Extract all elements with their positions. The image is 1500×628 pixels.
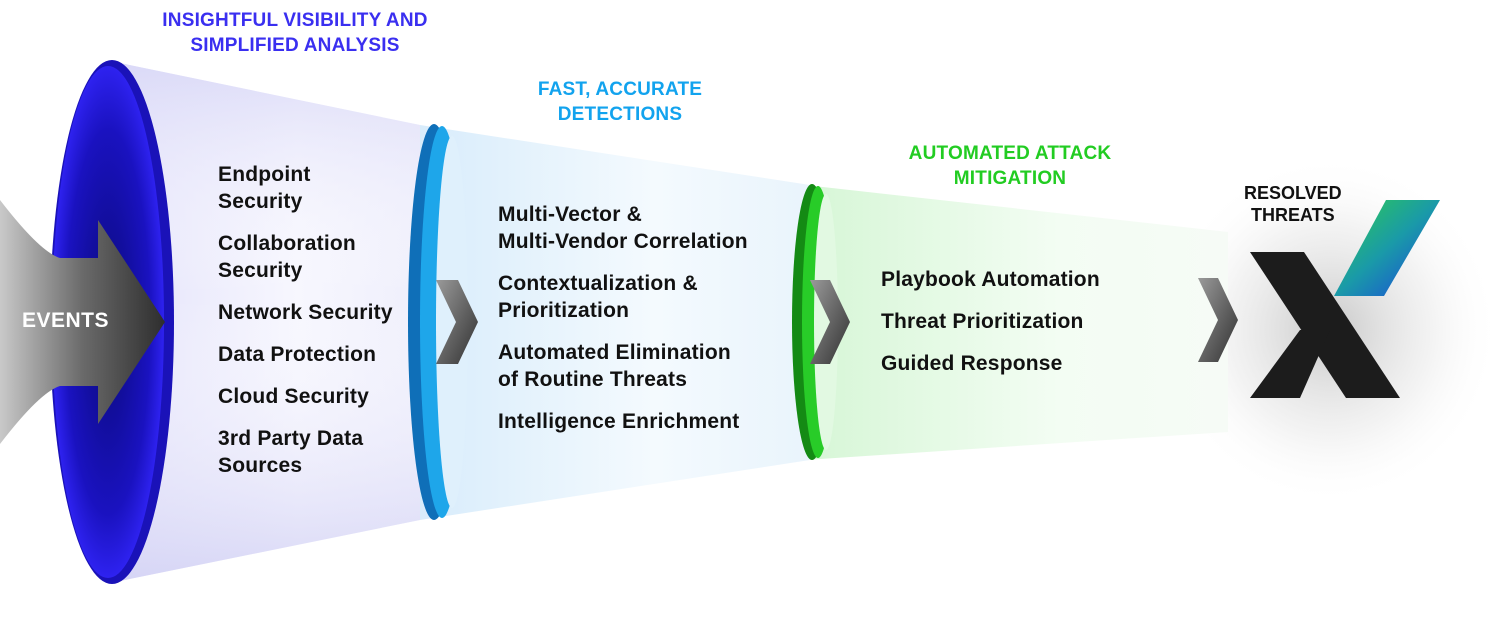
stage2-header: FAST, ACCURATE DETECTIONS <box>510 77 730 127</box>
stage-item-text: Sources <box>218 454 303 477</box>
x-logo-icon <box>1250 200 1440 398</box>
stage-item-text: Multi-Vendor Correlation <box>498 230 748 253</box>
stage-item-text: Guided Response <box>881 352 1063 375</box>
stage-item-text: Automated Elimination <box>498 341 731 364</box>
detections-ring-inner <box>436 136 468 508</box>
stage2-item: Contextualization & Prioritization <box>498 270 748 324</box>
stage2-body <box>420 125 810 520</box>
stage-item-text: Intelligence Enrichment <box>498 410 740 433</box>
stage1-header-line: SIMPLIFIED ANALYSIS <box>190 35 400 56</box>
stage3-header: AUTOMATED ATTACK MITIGATION <box>890 141 1130 191</box>
chevron-right-icon <box>810 280 850 364</box>
stage-item-text: Collaboration <box>218 232 356 255</box>
events-arrow-icon <box>0 200 165 444</box>
events-label: EVENTS <box>22 309 110 332</box>
stage2-item: Automated Elimination of Routine Threats <box>498 339 748 393</box>
stage1-item: Cloud Security <box>218 383 393 410</box>
stage-item-text: Network Security <box>218 301 393 324</box>
stage-item-text: Prioritization <box>498 299 630 322</box>
stage-item-text: Security <box>218 190 303 213</box>
stage-item-text: Cloud Security <box>218 385 369 408</box>
resolved-line: THREATS <box>1251 205 1335 225</box>
stage-item-text: 3rd Party Data <box>218 427 364 450</box>
stage2-item: Intelligence Enrichment <box>498 408 748 435</box>
stage-item-text: Multi-Vector & <box>498 203 642 226</box>
stage1-shading <box>115 62 420 582</box>
stage-item-text: of Routine Threats <box>498 368 688 391</box>
stage2-item: Multi-Vector & Multi-Vendor Correlation <box>498 201 748 255</box>
stage2-header-line: DETECTIONS <box>557 104 683 125</box>
stage3-header-line: AUTOMATED ATTACK <box>908 143 1112 164</box>
stage1-header: INSIGHTFUL VISIBILITY AND SIMPLIFIED ANA… <box>150 8 440 58</box>
stage3-header-line: MITIGATION <box>953 168 1067 189</box>
resolved-threats-label: RESOLVED THREATS <box>1244 182 1342 226</box>
chevron-right-icon <box>436 280 478 364</box>
mitigation-ring-inner <box>814 194 838 450</box>
chevron-right-icon <box>1198 278 1238 362</box>
stage-item-text: Endpoint <box>218 163 311 186</box>
stage-item-text: Playbook Automation <box>881 268 1100 291</box>
stage1-header-line: INSIGHTFUL VISIBILITY AND <box>162 10 428 31</box>
stage-item-text: Contextualization & <box>498 272 698 295</box>
stage-item-text: Security <box>218 259 303 282</box>
stage3-item: Playbook Automation <box>881 266 1100 293</box>
stage3-item: Threat Prioritization <box>881 308 1100 335</box>
stage3-body <box>805 185 1228 460</box>
stage1-item: Data Protection <box>218 341 393 368</box>
stage2-header-line: FAST, ACCURATE <box>537 79 703 100</box>
resolved-line: RESOLVED <box>1244 183 1342 203</box>
stage-item-text: Data Protection <box>218 343 377 366</box>
stage3-item: Guided Response <box>881 350 1100 377</box>
stage-item-text: Threat Prioritization <box>881 310 1084 333</box>
stage1-item: Network Security <box>218 299 393 326</box>
